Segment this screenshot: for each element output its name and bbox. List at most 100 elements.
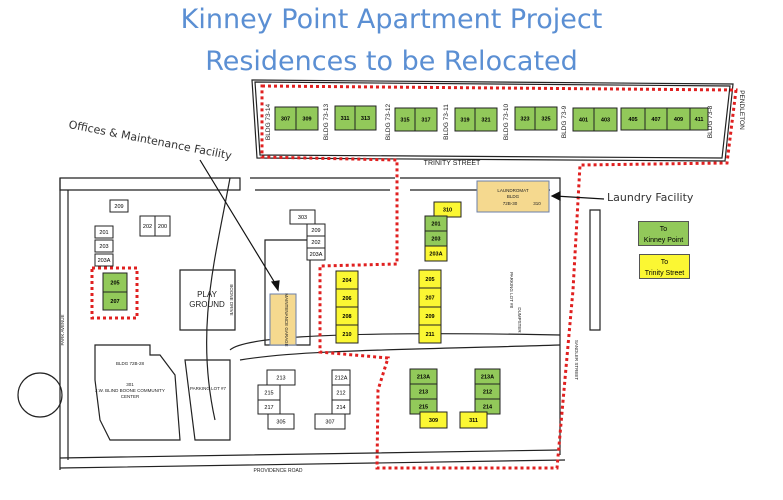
unit-310: 310 — [433, 201, 462, 218]
unit-label: 407 — [651, 117, 660, 123]
unit-323: 323 — [514, 106, 536, 131]
unit-211: 211 — [418, 324, 442, 344]
unit-label: 205 — [425, 277, 434, 283]
unit-box — [474, 107, 498, 132]
unit-box — [335, 324, 359, 344]
unit-box — [314, 413, 346, 430]
community-label: CENTER — [121, 394, 140, 399]
unit-label: 214 — [483, 405, 493, 411]
unit-box — [94, 225, 114, 239]
unit-box — [289, 209, 316, 225]
maintenance-garage: MAINTENANCE GARAGE — [269, 293, 297, 347]
unit-311: 311 — [334, 105, 356, 131]
unit-box — [109, 199, 129, 213]
unit-205: 205 — [102, 272, 128, 293]
unit-label: 203A — [98, 258, 111, 264]
unit-label: 212 — [336, 391, 345, 397]
building-label: BLDG 73-10 — [503, 104, 510, 141]
unit-207: 207 — [102, 291, 128, 311]
unit-label: 209 — [425, 314, 434, 320]
dumpster-label: DUMPSTER — [517, 307, 522, 333]
unit-201: 201 — [424, 215, 448, 232]
title-line-1: Kinney Point Apartment Project — [180, 4, 603, 35]
playground-label: GROUND — [189, 300, 225, 309]
unit-box — [534, 106, 558, 131]
building-label: BLDG 73-11 — [443, 104, 450, 140]
unit-label: 213A — [481, 375, 494, 381]
laundromat-label: 72B-30 — [503, 201, 518, 206]
title-line-2: Residences to be Relocated — [205, 46, 578, 77]
boundary-main — [260, 84, 738, 470]
playground-outline — [179, 269, 236, 331]
unit-215: 215 — [257, 384, 281, 401]
street-trinity: TRINITY STREET — [424, 160, 481, 167]
unit-label: 214 — [336, 405, 345, 411]
unit-label: 207 — [110, 299, 119, 305]
playground-label: PLAY — [197, 290, 218, 299]
unit-label: 201 — [431, 222, 440, 228]
unit-209: 209 — [306, 223, 326, 237]
unit-215: 215 — [409, 398, 438, 415]
legend-label: Trinity Street — [644, 270, 685, 277]
unit-label: 200 — [158, 224, 167, 230]
maintenance-label: MAINTENANCE GARAGE — [284, 293, 289, 346]
community-label: 301 — [126, 382, 134, 387]
unit-label: 203 — [431, 237, 440, 243]
unit-202: 202 — [139, 215, 156, 237]
unit-label: 411 — [695, 117, 704, 123]
top-strip-outline — [254, 81, 731, 159]
unit-212: 212 — [331, 384, 351, 401]
unit-box — [266, 369, 296, 386]
median — [589, 209, 601, 331]
unit-label: 208 — [342, 314, 351, 320]
unit-label: 212 — [483, 390, 492, 396]
unit-label: 213 — [276, 376, 285, 382]
unit-box — [418, 324, 442, 344]
legend-label: To — [659, 226, 668, 233]
unit-203A: 203A — [94, 253, 114, 267]
arrows — [199, 159, 605, 292]
laundromat-box — [476, 180, 550, 213]
unit-label: 203A — [310, 252, 323, 258]
unit-label: 209 — [114, 204, 123, 210]
laundromat-label: LAUNDROMAT — [497, 188, 528, 193]
road — [229, 333, 561, 361]
unit-label: 409 — [674, 117, 683, 123]
unit-label: 325 — [541, 117, 550, 123]
community-label: J.W. BLIND BOONE COMMUNITY — [95, 388, 165, 393]
unit-210: 210 — [335, 324, 359, 344]
unit-307: 307 — [314, 413, 346, 430]
unit-206: 206 — [335, 288, 359, 308]
unit-309: 309 — [295, 106, 319, 131]
street-boone: BOONE DRIVE — [229, 284, 234, 315]
unit-box — [354, 105, 377, 131]
unit-407: 407 — [644, 107, 668, 131]
parking-lot — [264, 239, 311, 346]
relocation-boundary — [90, 84, 738, 470]
street-pendleton: PENDLETON — [738, 90, 745, 130]
unit-label: 403 — [601, 118, 610, 124]
unit-403: 403 — [593, 107, 618, 132]
street-park: PARK AVENUE — [60, 314, 65, 345]
unit-label: 203 — [99, 244, 108, 250]
unit-label: 202 — [311, 240, 320, 246]
unit-label: 305 — [276, 420, 285, 426]
laundromat-unit: 310 — [533, 201, 541, 206]
legend-label: To — [660, 259, 669, 266]
unit-box — [94, 239, 114, 253]
unit-label: 203A — [429, 252, 442, 258]
unit-label: 311 — [469, 418, 478, 424]
legend-label: Kinney Point — [643, 237, 684, 244]
unit-213: 213 — [409, 383, 438, 400]
unit-411: 411 — [689, 107, 709, 131]
unit-205: 205 — [418, 269, 442, 289]
unit-label: 201 — [99, 230, 108, 236]
unit-box — [295, 106, 319, 131]
unit-box — [154, 215, 171, 237]
unit-label: 213 — [419, 390, 428, 396]
building-label: BLDG 73-12 — [385, 104, 392, 141]
offices-arrowhead — [270, 280, 280, 292]
unit-label: 206 — [342, 296, 351, 302]
unit-405: 405 — [620, 107, 646, 131]
